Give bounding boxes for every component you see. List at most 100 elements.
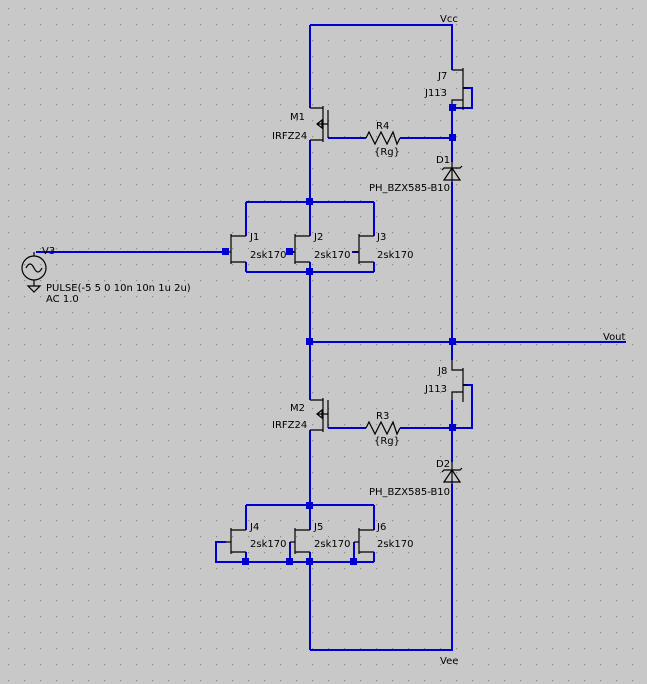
grid-dot <box>360 408 362 410</box>
grid-dot <box>600 520 602 522</box>
grid-dot <box>280 584 282 586</box>
grid-dot <box>584 168 586 170</box>
grid-dot <box>472 328 474 330</box>
grid-dot <box>72 312 74 314</box>
grid-dot <box>24 552 26 554</box>
grid-dot <box>8 168 10 170</box>
grid-dot <box>632 312 634 314</box>
grid-dot <box>408 424 410 426</box>
grid-dot <box>456 88 458 90</box>
grid-dot <box>312 568 314 570</box>
grid-dot <box>216 168 218 170</box>
grid-dot <box>520 424 522 426</box>
grid-dot <box>392 504 394 506</box>
grid-dot <box>312 392 314 394</box>
grid-dot <box>568 168 570 170</box>
grid-dot <box>568 472 570 474</box>
grid-dot <box>424 472 426 474</box>
grid-dot <box>376 472 378 474</box>
grid-dot <box>600 472 602 474</box>
grid-dot <box>408 584 410 586</box>
grid-dot <box>104 488 106 490</box>
grid-dot <box>600 376 602 378</box>
grid-dot <box>40 264 42 266</box>
grid-dot <box>248 312 250 314</box>
grid-dot <box>312 648 314 650</box>
grid-dot <box>200 584 202 586</box>
grid-dot <box>168 664 170 666</box>
grid-dot <box>552 616 554 618</box>
grid-dot <box>184 408 186 410</box>
grid-dot <box>120 616 122 618</box>
grid-dot <box>536 488 538 490</box>
grid-dot <box>552 40 554 42</box>
grid-dot <box>104 312 106 314</box>
grid-dot <box>280 408 282 410</box>
grid-dot <box>280 392 282 394</box>
grid-dot <box>376 104 378 106</box>
grid-dot <box>328 72 330 74</box>
grid-dot <box>136 296 138 298</box>
grid-dot <box>552 184 554 186</box>
grid-dot <box>536 408 538 410</box>
grid-dot <box>536 440 538 442</box>
grid-dot <box>360 104 362 106</box>
grid-dot <box>136 632 138 634</box>
grid-dot <box>520 72 522 74</box>
grid-dot <box>408 440 410 442</box>
grid-dot <box>184 312 186 314</box>
grid-dot <box>632 184 634 186</box>
grid-dot <box>568 328 570 330</box>
source-ac: AC 1.0 <box>46 294 79 305</box>
grid-dot <box>152 440 154 442</box>
grid-dot <box>56 584 58 586</box>
grid-dot <box>72 504 74 506</box>
grid-dot <box>632 440 634 442</box>
grid-dot <box>248 168 250 170</box>
grid-dot <box>632 72 634 74</box>
grid-dot <box>520 584 522 586</box>
grid-dot <box>424 440 426 442</box>
grid-dot <box>184 664 186 666</box>
grid-dot <box>120 424 122 426</box>
grid-dot <box>504 552 506 554</box>
grid-dot <box>568 536 570 538</box>
grid-dot <box>40 504 42 506</box>
grid-dot <box>440 328 442 330</box>
grid-dot <box>264 344 266 346</box>
grid-dot <box>232 104 234 106</box>
grid-dot <box>616 568 618 570</box>
grid-dot <box>152 264 154 266</box>
grid-dot <box>584 232 586 234</box>
grid-dot <box>216 184 218 186</box>
grid-dot <box>56 680 58 682</box>
grid-dot <box>8 392 10 394</box>
grid-dot <box>488 152 490 154</box>
grid-dot <box>232 296 234 298</box>
grid-dot <box>312 184 314 186</box>
grid-dot <box>232 344 234 346</box>
grid-dot <box>360 280 362 282</box>
grid-dot <box>296 232 298 234</box>
grid-dot <box>104 184 106 186</box>
grid-dot <box>88 440 90 442</box>
grid-dot <box>40 440 42 442</box>
grid-dot <box>8 152 10 154</box>
grid-dot <box>72 216 74 218</box>
grid-dot <box>456 56 458 58</box>
grid-dot <box>152 280 154 282</box>
grid-dot <box>536 568 538 570</box>
grid-dot <box>568 520 570 522</box>
grid-dot <box>616 680 618 682</box>
grid-dot <box>88 632 90 634</box>
grid-dot <box>152 408 154 410</box>
grid-dot <box>392 584 394 586</box>
grid-dot <box>440 136 442 138</box>
grid-dot <box>472 232 474 234</box>
grid-dot <box>56 248 58 250</box>
grid-dot <box>424 536 426 538</box>
grid-dot <box>584 488 586 490</box>
grid-dot <box>136 648 138 650</box>
grid-dot <box>280 536 282 538</box>
grid-dot <box>8 456 10 458</box>
